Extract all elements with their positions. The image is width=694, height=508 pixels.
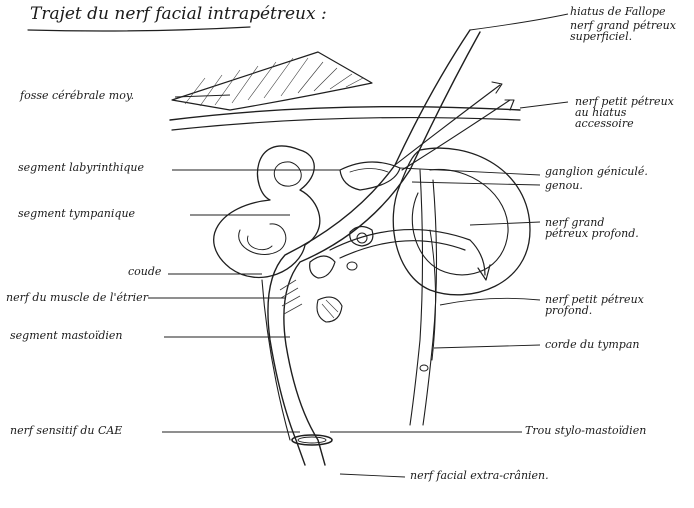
label-grand-petreux-profond: nerf grand pétreux profond. bbox=[545, 217, 649, 239]
diagram-title: Trajet du nerf facial intrapétreux : bbox=[30, 6, 327, 23]
label-muscle-etrier: nerf du muscle de l'étrier bbox=[6, 292, 148, 303]
ossicles bbox=[310, 226, 373, 322]
label-segment-tympanique: segment tympanique bbox=[18, 208, 135, 219]
chorda-tympani bbox=[410, 170, 423, 425]
label-corde-tympan: corde du tympan bbox=[545, 339, 639, 350]
semicircular-canal bbox=[393, 148, 530, 295]
title-underline bbox=[28, 27, 250, 31]
stylomastoid-foramen bbox=[292, 435, 332, 445]
label-facial-extra: nerf facial extra-crânien. bbox=[410, 470, 549, 481]
geniculate-ganglion bbox=[340, 162, 400, 190]
middle-cranial-fossa bbox=[172, 52, 372, 110]
facial-nerve-trunk bbox=[268, 30, 480, 465]
label-coude: coude bbox=[128, 266, 161, 277]
label-petit-petreux-profond: nerf petit pétreux profond. bbox=[545, 294, 645, 316]
label-sensitif-cae: nerf sensitif du CAE bbox=[10, 425, 122, 436]
label-trou-stylo: Trou stylo-mastoïdien bbox=[525, 425, 646, 436]
label-hiatus-fallope: hiatus de Fallope bbox=[570, 6, 680, 17]
label-grand-petreux-superficiel: nerf grand pétreux superficiel. bbox=[570, 20, 678, 42]
label-fosse-cerebrale: fosse cérébrale moy. bbox=[20, 90, 134, 101]
label-petit-petreux-hiatus: nerf petit pétreux au hiatus accessoire bbox=[575, 96, 685, 129]
label-segment-mastoidien: segment mastoïdien bbox=[10, 330, 123, 341]
label-ganglion-genicule: ganglion géniculé. bbox=[545, 166, 648, 177]
label-segment-labyrinthique: segment labyrinthique bbox=[18, 162, 144, 173]
cochlea bbox=[214, 146, 320, 278]
greater-superficial-petrosal bbox=[395, 85, 500, 165]
stapedius-muscle bbox=[280, 280, 302, 314]
label-genou: genou. bbox=[545, 180, 583, 191]
